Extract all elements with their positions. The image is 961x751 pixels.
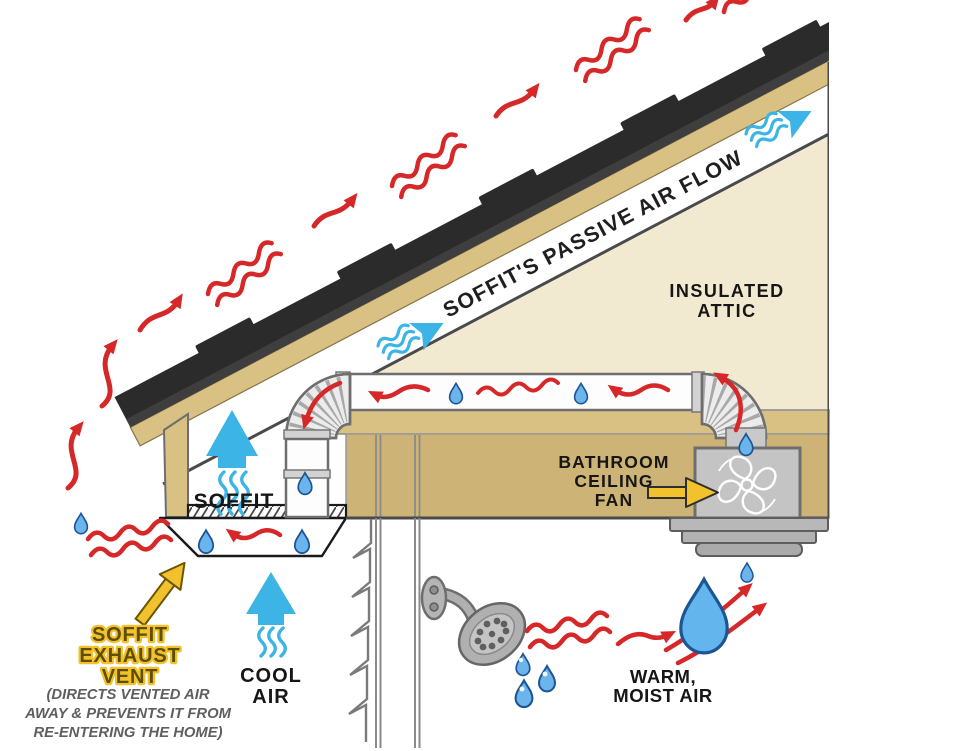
droplet-icon [740, 562, 754, 583]
vent-note: AWAY & PREVENTS IT FROM [24, 706, 231, 722]
heat-wave-icon [721, 0, 765, 15]
heat-wave-icon [573, 16, 652, 84]
cool-air-label: AIR [252, 686, 289, 708]
insulated-attic-label: INSULATED [669, 281, 784, 301]
droplet-icon [538, 665, 556, 693]
moist-air-flow-arrows [85, 372, 768, 666]
shingle-step [478, 169, 538, 206]
heat-wave-icon [205, 240, 284, 308]
vent-flow-arrow [225, 528, 283, 543]
airflow-arrows [206, 110, 812, 658]
shower-head-icon [420, 575, 527, 666]
fan-callout-arrow-icon [647, 477, 719, 508]
steam-flow-arrow [615, 630, 677, 647]
heat-wave-icons [65, 0, 765, 491]
heat-arrow-icon [99, 339, 118, 409]
bathroom-ceiling-fan [669, 446, 829, 557]
droplet-highlights [518, 657, 548, 692]
vent-callout-arrow-icon [134, 561, 186, 627]
duct-elbow-left-outline [284, 372, 352, 440]
cool-air-arrow-icon [246, 572, 296, 658]
shower-nozzle-dots [474, 617, 510, 651]
droplet-icon [515, 652, 531, 677]
fan-cover-step [695, 542, 803, 557]
heat-arrow-icon [683, 0, 720, 23]
shingle-step [762, 20, 821, 57]
fan-cover-step [669, 517, 829, 532]
airflow-arrow-icon [376, 322, 444, 361]
vent-note: RE-ENTERING THE HOME) [33, 725, 222, 741]
insulated-attic-area [332, 134, 829, 434]
clapboard-siding [348, 519, 373, 742]
duct-flow-arrow [607, 383, 671, 399]
fan-cover-step [681, 530, 817, 544]
elbow-flow-arrow [301, 380, 343, 430]
bathroom-fan-label: BATHROOM [558, 452, 669, 472]
insulated-attic-label: ATTIC [697, 301, 756, 321]
eave-updraft-arrow-icon [206, 410, 258, 516]
cool-air-label: COOL [240, 665, 302, 687]
droplet-icon [73, 512, 89, 535]
horizontal-duct [348, 372, 704, 412]
steam-wave-icon [524, 610, 613, 650]
heat-arrow-icon [65, 421, 84, 491]
roof-shingles [114, 18, 829, 428]
soffit-exhaust-vent-label: VENT [102, 666, 159, 688]
large-droplet-icon [679, 577, 729, 655]
heat-arrow-icon [311, 192, 358, 229]
bathroom-wall [348, 518, 421, 748]
elbow-flow-arrow [713, 372, 744, 433]
bathroom-fan-label: CEILING [574, 471, 653, 491]
heat-arrow-icon [137, 293, 183, 333]
fan-icon [717, 455, 777, 515]
shingle-step [620, 94, 679, 131]
warm-moist-air-label: MOIST AIR [613, 685, 712, 706]
air-channel-baffle-line [162, 132, 829, 486]
heat-wave-icon [389, 132, 468, 200]
shingle-underside [126, 40, 829, 428]
soffit-exhaust-vent-label: EXHAUST [79, 645, 180, 667]
bathroom-fan-label: FAN [595, 490, 634, 510]
fascia-board [162, 412, 189, 518]
duct-flange [283, 429, 331, 440]
soffit-label: SOFFIT [194, 490, 275, 513]
soffit-exhaust-vent-label: SOFFIT [92, 624, 168, 646]
airflow-arrow-icon [744, 110, 812, 149]
duct-elbow-ribs [288, 376, 352, 440]
vent-note: (DIRECTS VENTED AIR [46, 687, 209, 703]
duct-flow-arrow [367, 384, 431, 404]
shingle-step [337, 243, 396, 280]
droplet-icon [514, 679, 534, 709]
warm-moist-air-label: WARM, [630, 666, 696, 687]
duct-heat-wave-icon [476, 377, 560, 397]
heat-arrow-icon [493, 82, 540, 119]
shingle-step [195, 317, 254, 355]
vented-heat-wave-icon [85, 518, 174, 558]
